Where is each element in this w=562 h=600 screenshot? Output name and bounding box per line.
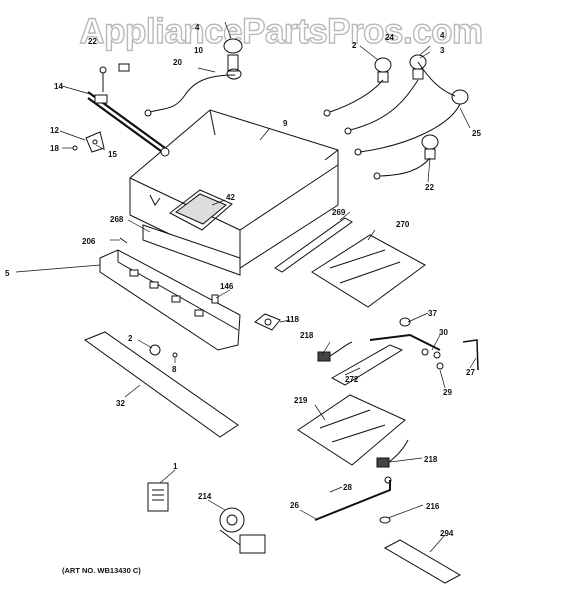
shield-219-part	[297, 394, 406, 466]
callout-214: 214	[198, 492, 212, 501]
callout-22: 22	[88, 37, 97, 46]
callout-272: 272	[345, 375, 359, 384]
callout-268: 268	[110, 215, 124, 224]
watermark-text: AppliancePartsPros.com	[79, 11, 484, 51]
front-panel-5-part	[99, 249, 241, 351]
strip-269-part	[274, 217, 353, 273]
callout-12: 12	[50, 126, 59, 135]
mounting-bracket-part	[72, 131, 105, 153]
callout-118: 118	[286, 315, 299, 324]
callout-25: 25	[472, 129, 481, 138]
callout-10: 10	[194, 46, 203, 55]
callout-3: 3	[440, 46, 445, 55]
pin-206-part	[119, 237, 128, 244]
callout-2-lower: 2	[128, 334, 133, 343]
callout-218-upper: 218	[300, 331, 314, 340]
art-number-label: (ART NO. WB13430 C)	[62, 566, 141, 575]
callout-14: 14	[54, 82, 63, 91]
washer-216-part	[379, 516, 391, 524]
callout-26: 26	[290, 501, 299, 510]
callout-216: 216	[426, 502, 440, 511]
callout-9: 9	[283, 119, 288, 128]
manual-1-part	[147, 482, 169, 512]
panel-268-part	[142, 224, 241, 276]
callout-30: 30	[439, 328, 448, 337]
burner-box-part	[129, 109, 339, 269]
callout-42: 42	[226, 193, 235, 202]
callout-206: 206	[82, 237, 96, 246]
rod-26-part	[314, 476, 392, 521]
callout-27: 27	[466, 368, 475, 377]
callout-28: 28	[343, 483, 352, 492]
callout-32: 32	[116, 399, 125, 408]
callout-269: 269	[332, 208, 346, 217]
callout-24: 24	[385, 33, 394, 42]
callout-15: 15	[108, 150, 117, 159]
clip-146-part	[211, 294, 219, 304]
igniter-118-part	[254, 313, 281, 331]
callout-2-upper: 2	[352, 41, 357, 50]
rod-assembly-part	[369, 317, 479, 371]
callout-218-lower: 218	[424, 455, 438, 464]
callout-4-right: 4	[440, 31, 445, 40]
callout-270: 270	[396, 220, 410, 229]
callout-1: 1	[173, 462, 178, 471]
callout-146: 146	[220, 282, 234, 291]
callout-18: 18	[50, 144, 59, 153]
leader-lines	[15, 21, 477, 553]
callout-294: 294	[440, 529, 454, 538]
callout-20: 20	[173, 58, 182, 67]
strip-294-part	[383, 539, 462, 584]
callout-219: 219	[294, 396, 308, 405]
callout-22-right: 22	[425, 183, 434, 192]
manifold-pipe-part	[87, 63, 170, 157]
shield-270-part	[311, 234, 426, 308]
callout-37: 37	[428, 309, 437, 318]
burner-valve-tubes-part	[323, 54, 469, 180]
callout-29: 29	[443, 388, 452, 397]
electrode-218-upper-part	[317, 341, 353, 362]
front-rail-32-part	[83, 331, 239, 438]
callout-labels: 4 10 20 22 14 12 18 15 9 42 268 206 5 26…	[5, 23, 481, 538]
callout-4: 4	[195, 23, 200, 32]
electrode-218-lower-part	[376, 439, 409, 468]
regulator-214-part	[219, 507, 266, 554]
callout-5: 5	[5, 269, 10, 278]
callout-8: 8	[172, 365, 177, 374]
gas-tube-20-part	[144, 38, 243, 117]
plate-272-part	[330, 344, 404, 386]
